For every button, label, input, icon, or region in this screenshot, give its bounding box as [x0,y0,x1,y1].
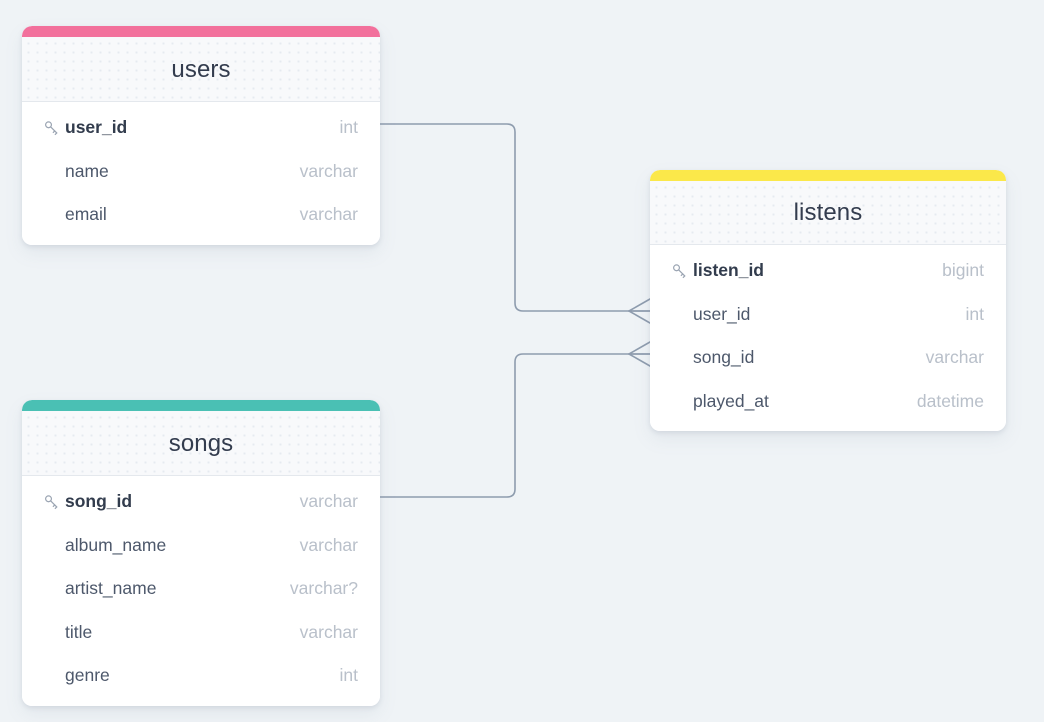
field-name: song_id [693,347,755,368]
field-row[interactable]: email varchar [22,193,380,237]
field-row[interactable]: song_id varchar [650,336,1006,380]
table-fields-songs: song_id varchar album_name varchar artis… [22,476,380,706]
key-icon [43,119,65,136]
table-card-listens[interactable]: listens listen_id bigint user_id i [650,170,1006,431]
table-card-users[interactable]: users user_id int name varchar [22,26,380,245]
field-type: varchar [299,534,358,555]
field-type: int [339,665,358,686]
field-name: album_name [65,534,167,555]
table-title-songs: songs [168,430,234,457]
field-row[interactable]: user_id int [22,106,380,150]
field-name: user_id [65,117,128,138]
crowsfoot-users-listens [628,298,651,324]
key-icon [671,262,693,279]
field-row[interactable]: played_at datetime [650,380,1006,424]
field-row[interactable]: title varchar [22,611,380,655]
field-type: datetime [916,390,984,411]
relationship-users-listens [379,123,651,324]
field-name: genre [65,665,110,686]
field-type: varchar [299,160,358,181]
table-fields-listens: listen_id bigint user_id int song_id var… [650,245,1006,431]
field-type: varchar [299,491,358,512]
field-type: varchar [925,347,984,368]
field-type: bigint [942,260,984,281]
table-card-songs[interactable]: songs song_id varchar album_name v [22,400,380,706]
crowsfoot-songs-listens [628,341,651,367]
relationship-songs-listens [379,341,651,498]
field-name: email [65,204,107,225]
field-row[interactable]: album_name varchar [22,524,380,568]
field-name: song_id [65,491,133,512]
table-accent-bar-listens [650,170,1006,181]
table-header-users: users [22,37,380,102]
field-row[interactable]: listen_id bigint [650,249,1006,293]
table-fields-users: user_id int name varchar email varchar [22,102,380,245]
table-accent-bar-users [22,26,380,37]
table-title-listens: listens [793,199,863,226]
field-type: int [965,303,984,324]
field-name: name [65,160,109,181]
key-icon [43,493,65,510]
field-type: varchar? [289,578,358,599]
field-row[interactable]: song_id varchar [22,480,380,524]
field-name: user_id [693,303,751,324]
table-title-users: users [171,56,231,83]
field-row[interactable]: artist_name varchar? [22,567,380,611]
field-type: varchar [299,621,358,642]
field-name: artist_name [65,578,157,599]
field-name: played_at [693,390,769,411]
table-header-listens: listens [650,181,1006,245]
field-type: varchar [299,204,358,225]
field-row[interactable]: name varchar [22,150,380,194]
table-accent-bar-songs [22,400,380,411]
field-name: title [65,621,93,642]
field-name: listen_id [693,260,764,281]
field-row[interactable]: user_id int [650,293,1006,337]
field-row[interactable]: genre int [22,654,380,698]
field-type: int [339,117,358,138]
table-header-songs: songs [22,411,380,476]
